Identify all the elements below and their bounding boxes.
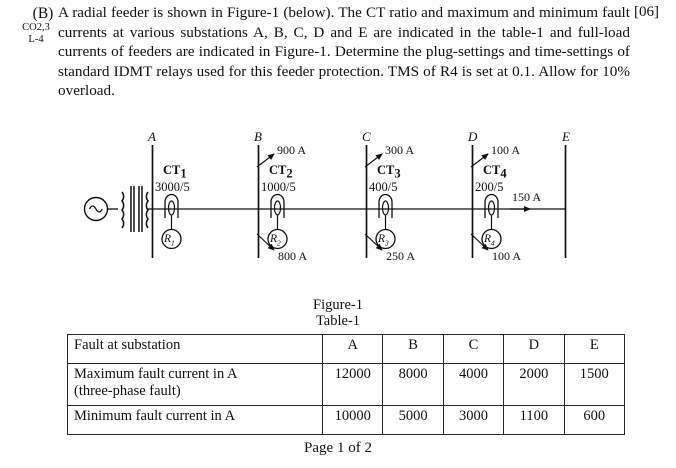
question-text: A radial feeder is shown in Figure-1 (be…	[58, 4, 630, 100]
table-caption: Table-1	[315, 313, 361, 329]
bus-label-C: C	[362, 129, 371, 144]
ct-index-D: 4	[500, 166, 507, 181]
outfeed-arrow-B	[256, 233, 275, 251]
max-fault-row-label: Maximum fault current in A (three-phase …	[67, 363, 323, 406]
outfeed-current-B: 800 A	[278, 249, 308, 263]
max-fault-row-label-line1: Maximum fault current in A	[74, 366, 238, 382]
bus-label-A: A	[148, 129, 156, 144]
relay-label-A: R1	[164, 233, 175, 249]
ct-ratio-B: 1000/5	[261, 180, 296, 194]
question-label: (B)	[32, 5, 54, 22]
radial-feeder-diagram	[83, 145, 567, 258]
max-fault-E: 1500	[563, 363, 626, 406]
table-header-col-D: D	[503, 334, 565, 364]
ct-name-B: CT	[269, 163, 287, 177]
ct-relay-group-C	[375, 193, 396, 250]
relay-label-D: R4	[484, 233, 495, 249]
min-fault-row-label: Minimum fault current in A	[67, 405, 323, 435]
ct-label-C: CT3	[377, 164, 401, 181]
table-header-col-B: B	[382, 334, 444, 364]
ct-index-B: 2	[286, 166, 293, 181]
min-fault-B: 5000	[382, 405, 444, 435]
ct-label-A: CT1	[163, 164, 187, 181]
bus-label-B: B	[254, 129, 262, 144]
ct-name-D: CT	[483, 163, 501, 177]
relay-index-C: 3	[385, 238, 389, 248]
min-fault-E: 600	[563, 405, 626, 435]
outfeed-current-D: 100 A	[492, 249, 522, 263]
relay-index-D: 4	[491, 238, 495, 248]
question-block: (B) CO2,3 L-4 A radial feeder is shown i…	[0, 0, 676, 122]
ct-name-A: CT	[163, 163, 181, 177]
fault-current-table: Fault at substation A B C D E Maximum fa…	[67, 334, 626, 435]
ct-label-B: CT2	[269, 164, 293, 181]
infeed-arrow-B	[256, 153, 275, 168]
two-winding-transformer-icon	[121, 186, 153, 232]
course-outcome-label: CO2,3	[22, 22, 50, 33]
relay-name-C: R	[378, 233, 386, 245]
min-fault-A: 10000	[321, 405, 384, 435]
ac-generator-icon	[83, 196, 118, 222]
relay-name-A: R	[164, 233, 172, 245]
ct-ratio-A: 3000/5	[155, 180, 190, 194]
infeed-arrow-D	[470, 153, 489, 168]
infeed-current-C: 300 A	[385, 143, 415, 157]
bus-label-D: D	[468, 129, 478, 144]
relay-label-B: R2	[270, 233, 281, 249]
max-fault-A: 12000	[321, 363, 384, 406]
relay-name-B: R	[270, 233, 278, 245]
table-header-row: Fault at substation A B C D E	[67, 334, 626, 364]
relay-name-D: R	[484, 233, 492, 245]
outfeed-arrow-C	[364, 233, 383, 251]
infeed-current-D: 100 A	[491, 143, 521, 157]
ct-index-C: 3	[394, 166, 401, 181]
table-header-col-C: C	[442, 334, 505, 364]
bloom-level-label: L-4	[28, 34, 44, 45]
line-current-DE: 150 A	[512, 190, 542, 204]
ct-ratio-C: 400/5	[369, 180, 398, 194]
outfeed-arrow-D	[470, 233, 489, 251]
max-fault-C: 4000	[442, 363, 505, 406]
ct-relay-group-D	[481, 193, 502, 250]
max-fault-B: 8000	[382, 363, 444, 406]
min-fault-C: 3000	[442, 405, 505, 435]
page-footer: Page 1 of 2	[304, 440, 372, 456]
radial-feeder-figure: A B C D E CT1 CT2 CT3 CT4 3000/5 1000/5 …	[0, 122, 676, 297]
infeed-current-B: 900 A	[277, 143, 307, 157]
min-fault-D: 1100	[503, 405, 565, 435]
figure-caption: Figure-1	[313, 297, 363, 313]
bus-label-E: E	[562, 129, 570, 144]
table-row: Maximum fault current in A (three-phase …	[67, 363, 626, 406]
max-fault-row-label-line2: (three-phase fault)	[74, 383, 181, 399]
max-fault-D: 2000	[503, 363, 565, 406]
ct-label-D: CT4	[483, 164, 507, 181]
ct-ratio-D: 200/5	[475, 180, 504, 194]
relay-index-B: 2	[277, 238, 281, 248]
outfeed-current-C: 250 A	[386, 249, 416, 263]
table-header-col-A: A	[321, 334, 384, 364]
table-header-col-E: E	[563, 334, 626, 364]
infeed-arrow-C	[364, 153, 383, 168]
ct-index-A: 1	[180, 166, 187, 181]
table-header-rowlabel: Fault at substation	[67, 334, 323, 364]
question-marks: [06]	[634, 4, 659, 20]
relay-index-A: 1	[171, 238, 175, 248]
ct-name-C: CT	[377, 163, 395, 177]
table-row: Minimum fault current in A 10000 5000 30…	[67, 405, 626, 435]
ct-relay-group-B	[267, 193, 288, 250]
relay-label-C: R3	[378, 233, 389, 249]
ct-relay-group-A	[161, 193, 182, 250]
